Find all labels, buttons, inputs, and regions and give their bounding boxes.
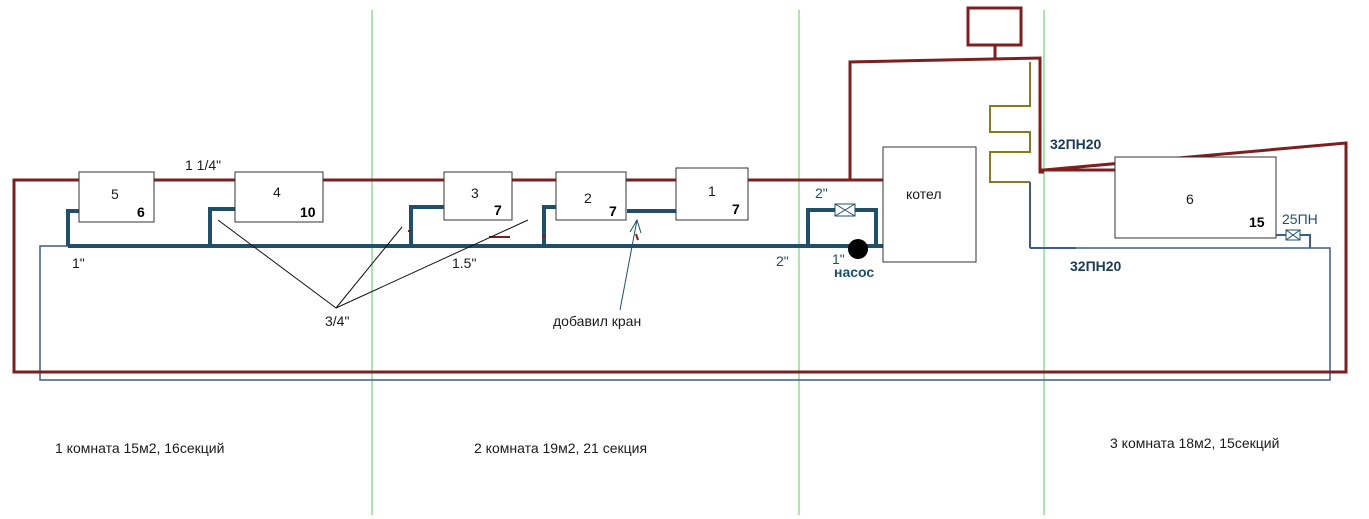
branch-radiator-2 — [542, 205, 557, 246]
pointer-line — [335, 226, 403, 309]
expansion-tank — [966, 6, 1023, 47]
radiator-3-id: 3 — [471, 185, 479, 201]
radiator-2 — [555, 171, 627, 221]
branch-radiator-5 — [66, 209, 80, 246]
radiator-5-id: 5 — [111, 186, 119, 202]
boiler — [882, 146, 977, 263]
pointer-line — [335, 219, 529, 309]
room-3-label: 3 комната 18м2, 15секций — [1110, 435, 1279, 451]
pump-icon — [848, 239, 868, 259]
added-valve-marker — [635, 233, 639, 241]
radiator-2-sections: 7 — [609, 203, 617, 219]
bypass-size-label: 2" — [815, 185, 828, 201]
radiator-5-sections: 6 — [137, 204, 145, 220]
branch-radiator-4 — [208, 207, 236, 246]
radiator-6-id: 6 — [1186, 191, 1194, 207]
radiator-5 — [78, 171, 155, 223]
supply-riser-pipe — [848, 56, 1044, 180]
pn-top-label: 32ПН20 — [1050, 136, 1102, 152]
radiator-3-sections: 7 — [494, 202, 502, 218]
added-valve-pointer — [619, 219, 638, 311]
pump-size-label: 1" — [832, 251, 845, 267]
radiator-4-sections: 10 — [300, 204, 316, 220]
radiator-3 — [443, 171, 513, 221]
return-mid-label: 1.5" — [452, 255, 476, 271]
room-1-label: 1 комната 15м2, 16секций — [55, 440, 224, 456]
radiator-4 — [234, 171, 324, 223]
added-valve-label: добавил кран — [553, 313, 641, 329]
pump-label: насос — [834, 264, 874, 280]
boiler-label: котел — [906, 186, 942, 202]
radiator-4-id: 4 — [273, 184, 281, 200]
radiator-1-sections: 7 — [732, 201, 740, 217]
pn-bottom-label: 32ПН20 — [1070, 258, 1122, 274]
branch-size-label: 3/4" — [325, 313, 349, 329]
radiator-2-id: 2 — [584, 190, 592, 206]
supply-size-label: 1 1/4" — [185, 157, 221, 173]
return-outline-pipe — [39, 245, 1331, 381]
radiator-6 — [1114, 156, 1277, 239]
branch-radiator-3 — [409, 205, 445, 246]
heat-exchanger-coil — [989, 62, 1031, 183]
return-left-label: 1" — [72, 255, 85, 271]
return-2in-label: 2" — [776, 253, 789, 269]
pn-small-label: 25ПН — [1282, 211, 1318, 227]
radiator-1 — [675, 167, 749, 221]
radiator-1-id: 1 — [708, 183, 716, 199]
pointer-line — [217, 219, 337, 309]
radiator-6-sections: 15 — [1249, 214, 1265, 230]
supply-outer-pipe — [12, 141, 1348, 374]
room-2-label: 2 комната 19м2, 21 секция — [474, 440, 647, 456]
